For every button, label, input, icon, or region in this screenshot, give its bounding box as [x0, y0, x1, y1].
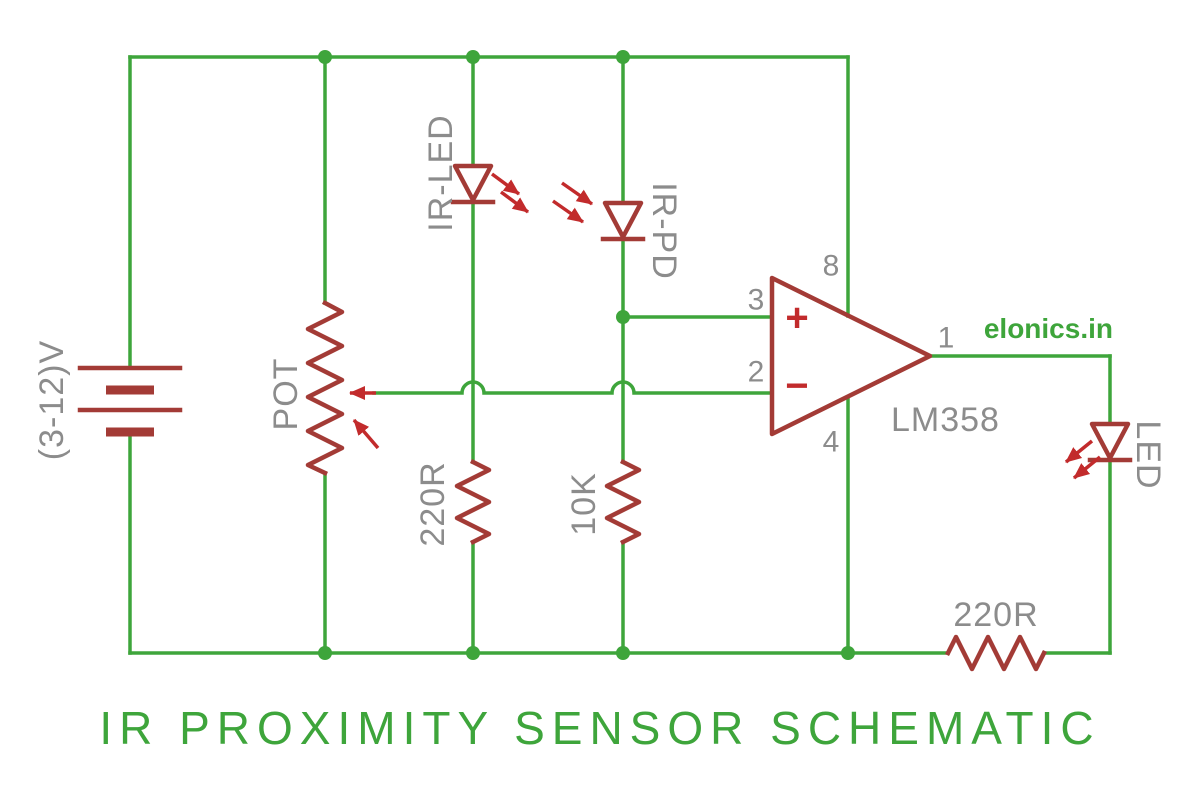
junction-dot	[318, 50, 332, 64]
opamp-part-label: LM358	[891, 401, 1000, 439]
ir-led-emit-arrow	[499, 190, 530, 214]
battery-label: (3-12)V	[33, 340, 71, 460]
junction-dot	[841, 646, 855, 660]
opamp-lm358: + − 3 2 8 4 1 LM358	[748, 250, 1000, 459]
resistor-220r-output-label: 220R	[953, 596, 1038, 634]
junction-dot	[466, 50, 480, 64]
resistor-220r-left-label: 220R	[414, 461, 452, 546]
opamp-minus-sign: −	[785, 364, 808, 408]
opamp-pin4: 4	[823, 426, 840, 459]
potentiometer: POT	[267, 299, 380, 476]
pot-adjust-arrow	[352, 418, 380, 450]
junction-dot	[318, 646, 332, 660]
brand-text: elonics.in	[984, 313, 1113, 344]
resistor-body	[454, 458, 492, 546]
wire-pin2-hops	[372, 380, 774, 395]
schematic-title: IR PROXIMITY SENSOR SCHEMATIC	[99, 702, 1100, 754]
junction-dot	[616, 310, 630, 324]
opamp-pin1: 1	[938, 322, 955, 355]
resistor-220r-left: 220R	[414, 458, 492, 547]
resistor-body	[604, 458, 642, 546]
opamp-pin3: 3	[748, 284, 765, 317]
wires	[128, 55, 1112, 655]
resistor-10k-label: 10K	[565, 472, 603, 536]
ir-led-emit-arrow	[490, 172, 521, 196]
ir-led-label: IR-LED	[422, 114, 460, 231]
battery: (3-12)V	[33, 340, 183, 460]
ir-pd-receive-arrow	[551, 199, 585, 224]
ir-pd-receive-arrow	[560, 181, 594, 206]
junction-dot	[616, 50, 630, 64]
pot-resistor-body	[305, 299, 345, 476]
junction-dot	[466, 646, 480, 660]
output-led: LED	[1064, 420, 1167, 490]
led-emit-arrow	[1064, 439, 1094, 464]
opamp-plus-sign: +	[785, 296, 808, 340]
ir-photodiode: IR-PD	[551, 181, 683, 280]
resistor-body	[944, 634, 1048, 672]
resistor-220r-output: 220R	[944, 596, 1048, 672]
junction-dots	[318, 50, 855, 660]
resistor-10k: 10K	[565, 458, 642, 546]
led-triangle	[1089, 421, 1131, 461]
opamp-pin2: 2	[748, 356, 765, 389]
opamp-pin8: 8	[823, 250, 840, 283]
led-emit-arrow	[1072, 455, 1102, 480]
ir-led-diode: IR-LED	[422, 114, 530, 232]
ir-pd-label: IR-PD	[645, 182, 683, 280]
pot-label: POT	[267, 358, 305, 431]
junction-dot	[616, 646, 630, 660]
ir-led-triangle	[452, 163, 494, 203]
output-led-label: LED	[1129, 420, 1167, 489]
opamp-triangle	[769, 275, 933, 437]
ir-pd-triangle	[602, 200, 644, 240]
